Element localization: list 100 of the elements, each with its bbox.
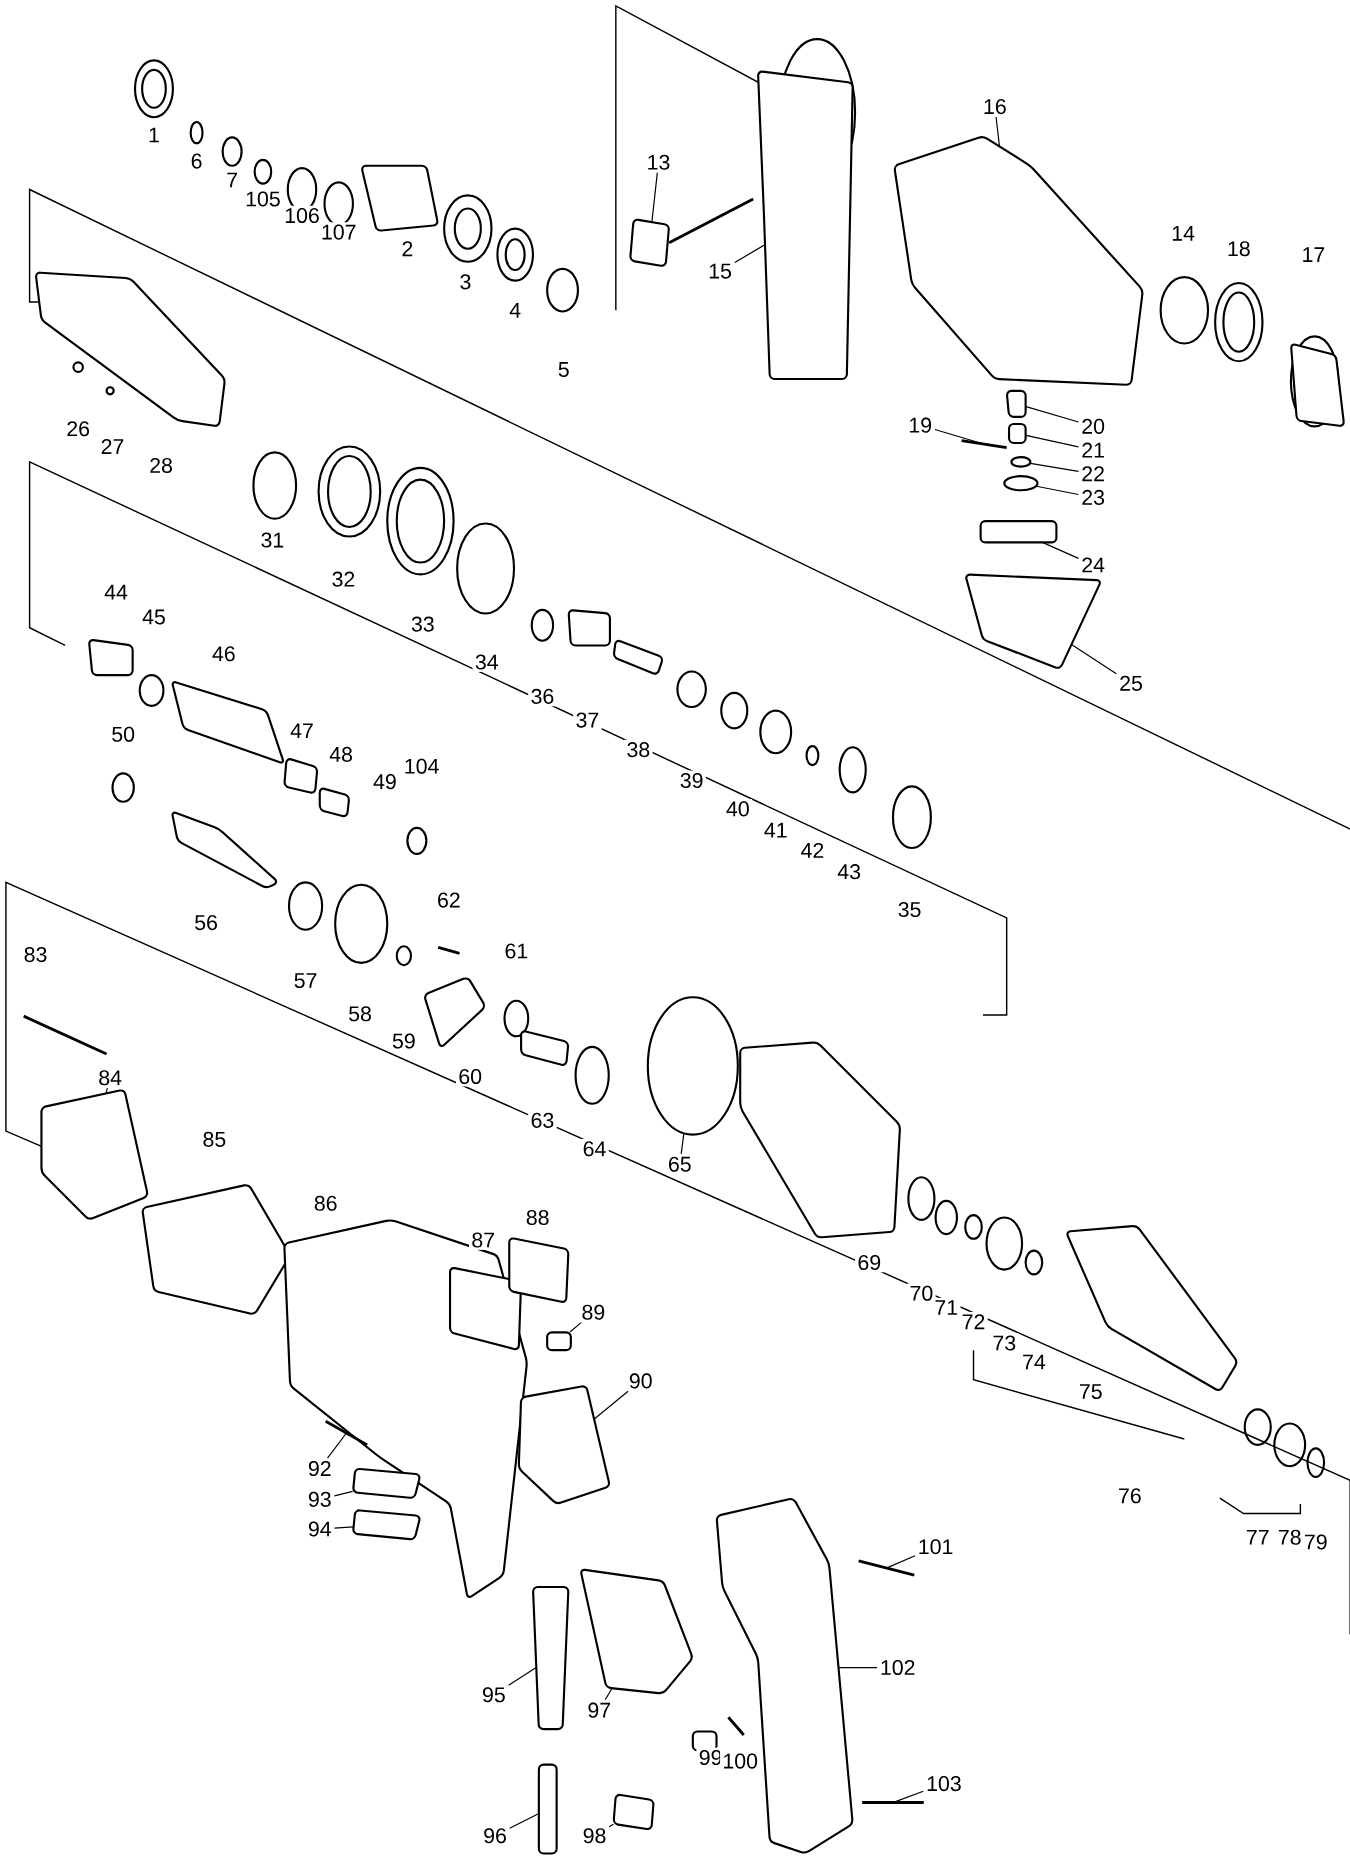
callout-number: 71 bbox=[932, 1297, 961, 1318]
callout-number: 95 bbox=[479, 1684, 509, 1705]
callout-number: 87 bbox=[468, 1230, 498, 1250]
callout-number: 102 bbox=[877, 1657, 918, 1678]
leader-line bbox=[886, 1555, 916, 1569]
leader-line bbox=[1025, 434, 1079, 448]
leader-line bbox=[326, 1432, 347, 1459]
part-outline bbox=[517, 1385, 610, 1504]
callout-number: 90 bbox=[626, 1371, 655, 1391]
callout-number: 57 bbox=[291, 970, 320, 991]
callout-number: 44 bbox=[101, 582, 131, 602]
callout-number: 31 bbox=[258, 530, 287, 550]
part-outline bbox=[612, 1793, 655, 1831]
leader-line bbox=[509, 1813, 539, 1829]
callout-number: 41 bbox=[761, 820, 790, 840]
callout-number: 19 bbox=[905, 415, 935, 436]
callout-number: 72 bbox=[959, 1311, 988, 1332]
callout-number: 1 bbox=[145, 125, 163, 145]
part-drawing bbox=[858, 1559, 915, 1577]
callout-number: 35 bbox=[895, 899, 924, 920]
callout-number: 46 bbox=[209, 643, 238, 664]
callout-number: 2 bbox=[399, 238, 416, 259]
part-outline bbox=[546, 1331, 572, 1352]
callout-number: 60 bbox=[455, 1066, 485, 1087]
leader-line bbox=[333, 1490, 354, 1497]
leader-line bbox=[838, 1666, 878, 1669]
callout-number: 18 bbox=[1224, 238, 1253, 259]
callout-number: 58 bbox=[345, 1003, 375, 1024]
callout-number: 5 bbox=[555, 359, 572, 380]
part-outline bbox=[1005, 389, 1027, 418]
callout-number: 7 bbox=[223, 170, 241, 190]
callout-number: 65 bbox=[665, 1154, 694, 1175]
callout-number: 3 bbox=[457, 271, 474, 292]
callout-number: 74 bbox=[1019, 1352, 1049, 1372]
callout-number: 63 bbox=[528, 1110, 557, 1131]
leader-line bbox=[604, 1688, 613, 1701]
callout-number: 103 bbox=[923, 1773, 964, 1794]
callout-number: 100 bbox=[720, 1751, 761, 1771]
callout-number: 33 bbox=[408, 614, 437, 635]
leader-line bbox=[934, 428, 985, 445]
callout-number: 13 bbox=[644, 152, 673, 173]
callout-number: 48 bbox=[326, 744, 356, 765]
part-outline bbox=[537, 1763, 558, 1855]
leader-line bbox=[1035, 485, 1079, 496]
callout-number: 83 bbox=[21, 944, 50, 965]
part-drawing bbox=[324, 1419, 368, 1447]
callout-number: 59 bbox=[389, 1031, 419, 1051]
part-outline bbox=[580, 1568, 693, 1695]
callout-number: 23 bbox=[1078, 487, 1108, 508]
callout-number: 34 bbox=[472, 652, 501, 672]
callout-number: 89 bbox=[579, 1302, 608, 1323]
ring-outline bbox=[1003, 475, 1039, 492]
callout-number: 6 bbox=[188, 151, 205, 171]
leader-line bbox=[333, 1526, 354, 1529]
leader-line bbox=[1025, 406, 1079, 423]
callout-number: 50 bbox=[108, 724, 138, 745]
part-outline bbox=[979, 520, 1058, 544]
callout-number: 25 bbox=[1116, 673, 1146, 694]
callout-number: 64 bbox=[580, 1138, 609, 1159]
callout-number: 94 bbox=[305, 1519, 334, 1539]
callout-number: 56 bbox=[191, 912, 221, 933]
leader-line bbox=[608, 1823, 614, 1828]
part-outline bbox=[1007, 422, 1027, 444]
ring-outline bbox=[646, 996, 739, 1136]
callout-number: 96 bbox=[480, 1825, 510, 1846]
callout-number: 85 bbox=[200, 1129, 229, 1150]
callout-number: 40 bbox=[723, 799, 752, 819]
callout-number: 16 bbox=[980, 96, 1009, 117]
callout-number: 104 bbox=[401, 756, 442, 777]
callout-number: 43 bbox=[834, 861, 864, 882]
part-outline bbox=[893, 136, 1144, 386]
callout-number: 62 bbox=[434, 890, 464, 910]
leader-line bbox=[995, 116, 1000, 147]
callout-number: 27 bbox=[98, 436, 127, 457]
callout-number: 14 bbox=[1168, 223, 1198, 243]
callout-number: 38 bbox=[624, 739, 653, 760]
callout-number: 24 bbox=[1078, 555, 1108, 575]
callout-number: 36 bbox=[528, 686, 557, 707]
leader-line bbox=[1029, 462, 1079, 472]
callout-number: 98 bbox=[580, 1825, 609, 1846]
callout-number: 49 bbox=[370, 771, 400, 792]
ring-outline bbox=[1010, 456, 1032, 468]
callout-number: 78 bbox=[1275, 1527, 1304, 1548]
callout-number: 73 bbox=[990, 1333, 1019, 1353]
callout-number: 77 bbox=[1243, 1527, 1272, 1547]
callout-number: 76 bbox=[1115, 1485, 1144, 1506]
callout-number: 39 bbox=[677, 770, 706, 791]
part-outline bbox=[532, 1585, 570, 1731]
callout-number: 22 bbox=[1078, 463, 1108, 484]
callout-number: 107 bbox=[318, 222, 359, 243]
part-outline bbox=[40, 1089, 149, 1220]
leader-line bbox=[593, 1390, 629, 1420]
callout-number: 47 bbox=[287, 721, 317, 741]
part-outline bbox=[352, 1467, 421, 1499]
callout-number: 37 bbox=[573, 710, 602, 730]
callout-number: 21 bbox=[1078, 440, 1108, 460]
callout-number: 15 bbox=[705, 261, 735, 281]
part-drawing bbox=[961, 439, 1007, 450]
callout-number: 86 bbox=[311, 1193, 340, 1214]
leader-line bbox=[651, 172, 658, 223]
